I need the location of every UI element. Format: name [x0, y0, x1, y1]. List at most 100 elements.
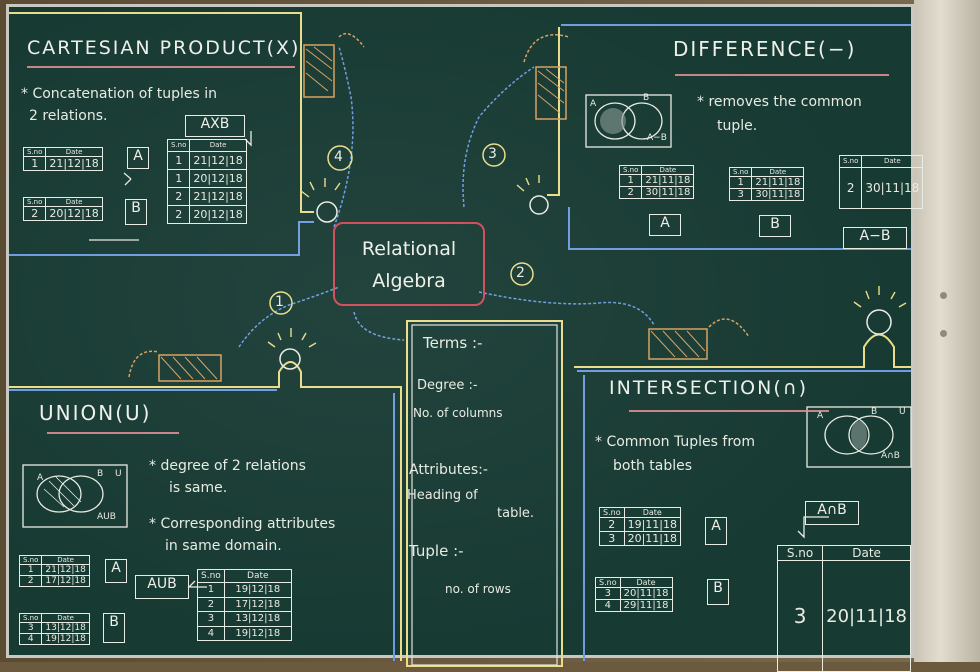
- venn-a: A: [37, 473, 44, 483]
- cell: 2: [22, 206, 47, 221]
- cell: 30|11|18: [861, 167, 924, 210]
- cell: 2: [618, 186, 643, 199]
- col-header: Date: [751, 167, 805, 177]
- intersection-label-b: B: [707, 579, 729, 605]
- relational-algebra-node: Relational Algebra: [333, 222, 485, 306]
- col-header: S.no: [197, 568, 225, 584]
- cartesian-desc-2: 2 relations.: [29, 108, 108, 124]
- cell: 4: [197, 625, 225, 642]
- cartesian-title: CARTESIAN PRODUCT(X): [27, 37, 301, 59]
- cell: 3: [776, 560, 824, 672]
- cell: 1: [618, 174, 643, 187]
- step-4: 4: [334, 149, 343, 165]
- union-bullet-1a: * degree of 2 relations: [149, 458, 306, 474]
- col-header: S.no: [595, 577, 621, 588]
- cell: 2: [166, 186, 191, 206]
- col-header: S.no: [166, 139, 191, 152]
- cell: 20|12|18: [45, 206, 103, 221]
- intersection-desc-1: * Common Tuples from: [595, 434, 755, 450]
- chalkboard: Relational Algebra 1 2 3 4 CARTESIAN PRO…: [6, 4, 924, 672]
- intersection-title: INTERSECTION(∩): [609, 377, 809, 399]
- anb-label: A∩B: [805, 501, 859, 525]
- cell: 20|11|18: [619, 587, 673, 600]
- cell: 2: [18, 575, 43, 587]
- col-header: S.no: [618, 165, 643, 175]
- venn-b: B: [97, 469, 104, 479]
- col-header: S.no: [22, 197, 47, 207]
- cell: 3: [18, 622, 43, 634]
- center-line1: Relational: [361, 238, 457, 260]
- difference-desc-2: tuple.: [717, 118, 758, 134]
- cell: 21|12|18: [189, 186, 247, 206]
- cell: 2: [599, 517, 625, 532]
- union-bullet-1b: is same.: [169, 480, 228, 496]
- cell: 3: [197, 611, 225, 627]
- union-label-a: A: [105, 559, 127, 583]
- col-header: Date: [45, 197, 103, 207]
- col-header: S.no: [18, 555, 43, 565]
- col-header: S.no: [728, 167, 753, 177]
- cell: 17|12|18: [41, 575, 90, 587]
- step-2: 2: [516, 265, 525, 281]
- venn-u: U: [115, 469, 122, 479]
- intersection-desc-2: both tables: [613, 458, 693, 474]
- difference-label-result: A−B: [843, 227, 907, 249]
- wall: [914, 0, 980, 662]
- col-header: Date: [822, 545, 911, 561]
- cell: 30|11|18: [751, 188, 805, 201]
- cell: 30|11|18: [641, 186, 695, 199]
- venn-a: A: [817, 411, 824, 421]
- cell: 1: [166, 168, 191, 188]
- cell: 4: [595, 599, 621, 612]
- aub-label: AUB: [135, 575, 189, 599]
- cell: 29|11|18: [619, 599, 673, 612]
- cell: 21|11|18: [641, 174, 695, 187]
- cell: 1: [197, 582, 225, 598]
- terms-attributes-desc-2: table.: [497, 506, 535, 521]
- cell: 19|11|18: [623, 517, 682, 532]
- cell: 1: [18, 564, 43, 576]
- wiring-drawing: [9, 12, 912, 667]
- venn-label: AUB: [97, 512, 116, 522]
- cell: 3: [728, 188, 753, 201]
- venn-label: A−B: [647, 133, 667, 143]
- intersection-label-a: A: [705, 517, 727, 545]
- col-header: Date: [45, 147, 103, 157]
- cell: 20|11|18: [822, 560, 911, 672]
- union-bullet-2b: in same domain.: [165, 538, 282, 554]
- cell: 2: [838, 167, 863, 210]
- venn-b: B: [871, 407, 878, 417]
- terms-attributes-desc-1: Heading of: [407, 488, 478, 503]
- col-header: Date: [619, 577, 673, 588]
- cell: 1: [22, 156, 47, 171]
- cell: 13|12|18: [223, 611, 292, 627]
- difference-label-b: B: [759, 215, 791, 237]
- col-header: Date: [189, 139, 247, 152]
- venn-b: B: [643, 93, 650, 103]
- cell: 21|12|18: [45, 156, 103, 171]
- cartesian-label-a: A: [127, 147, 149, 169]
- cell: 19|12|18: [223, 625, 292, 642]
- col-header: Date: [41, 555, 90, 565]
- cell: 20|12|18: [189, 204, 247, 225]
- cell: 4: [18, 633, 43, 645]
- step-1: 1: [275, 294, 284, 310]
- col-header: Date: [41, 613, 90, 623]
- wall-knob: [940, 292, 947, 299]
- terms-title: Terms :-: [423, 334, 483, 352]
- venn-label: A∩B: [881, 451, 900, 461]
- difference-label-a: A: [649, 214, 681, 236]
- col-header: S.no: [776, 545, 824, 561]
- col-header: S.no: [18, 613, 43, 623]
- union-label-b: B: [103, 613, 125, 643]
- wall-knob: [940, 330, 947, 337]
- terms-attributes-heading: Attributes:-: [409, 462, 488, 478]
